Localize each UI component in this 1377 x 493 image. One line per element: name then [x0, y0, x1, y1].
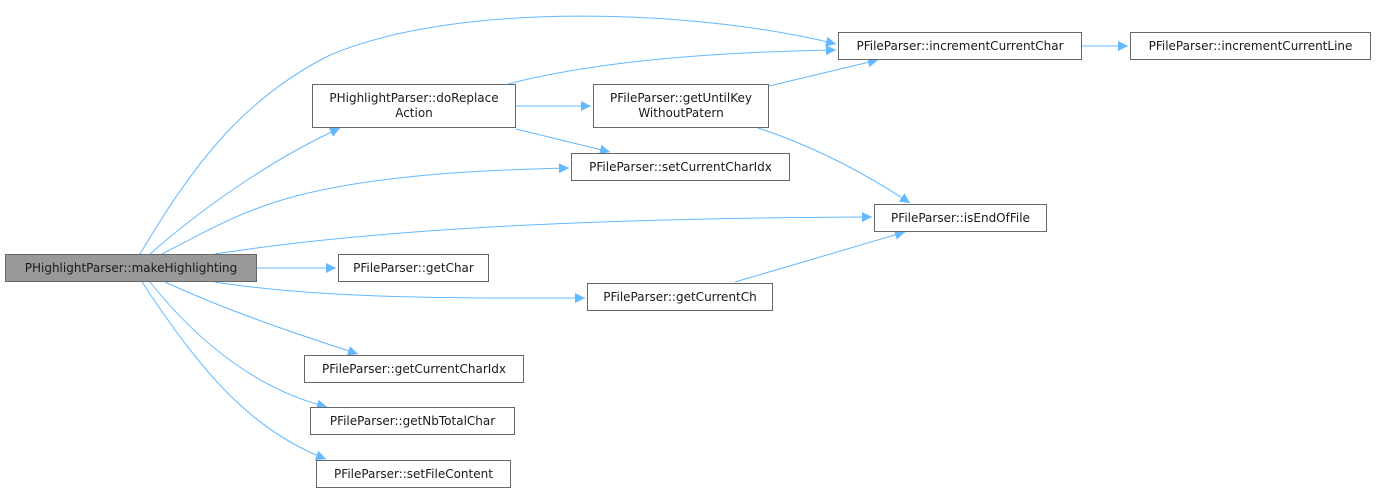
node-label: PFileParser::getCurrentCharIdx [321, 361, 507, 376]
node-get-current-char-idx[interactable]: PFileParser::getCurrentCharIdx [304, 355, 524, 383]
node-increment-current-char[interactable]: PFileParser::incrementCurrentChar [838, 32, 1082, 60]
node-get-current-ch[interactable]: PFileParser::getCurrentCh [587, 283, 773, 311]
node-label: PHighlightParser::makeHighlighting [24, 260, 238, 275]
edge-makeHighlighting-incrementCurrentChar [139, 15, 837, 255]
node-make-highlighting[interactable]: PHighlightParser::makeHighlighting [5, 254, 257, 282]
node-set-current-char-idx[interactable]: PFileParser::setCurrentCharIdx [571, 153, 790, 181]
node-label: WithoutPatern [638, 106, 724, 120]
node-label: PFileParser::setCurrentCharIdx [589, 159, 772, 174]
node-label: PFileParser::setFileContent [334, 466, 493, 481]
edge-doReplaceAction-setCurrentCharIdx [515, 128, 611, 155]
edge-getCurrentCh-isEndOfFile [734, 230, 906, 283]
edge-makeHighlighting-isEndOfFile [214, 212, 873, 255]
node-set-file-content[interactable]: PFileParser::setFileContent [316, 460, 511, 488]
node-label: Action [395, 106, 433, 120]
edge-makeHighlighting-getNbTotalChar [149, 281, 328, 410]
node-get-char[interactable]: PFileParser::getChar [338, 254, 489, 282]
edge-doReplaceAction-incrementCurrentChar [507, 45, 837, 85]
edge-getUntilKey-incrementCurrentChar [768, 57, 879, 87]
edge-makeHighlighting-getCurrentCh [214, 281, 586, 304]
node-label: PFileParser::getUntilKey [610, 91, 752, 105]
node-label: PFileParser::getNbTotalChar [329, 413, 496, 428]
edge-makeHighlighting-setFileContent [141, 281, 327, 461]
edge-makeHighlighting-getCurrentCharIdx [164, 281, 359, 356]
edge-getUntilKey-isEndOfFile [757, 127, 911, 204]
node-label: PHighlightParser::doReplace [329, 91, 499, 105]
node-get-nb-total-char[interactable]: PFileParser::getNbTotalChar [310, 407, 515, 435]
node-label: PFileParser::isEndOfFile [891, 210, 1030, 225]
node-increment-current-line[interactable]: PFileParser::incrementCurrentLine [1130, 32, 1371, 60]
node-label: PFileParser::incrementCurrentLine [1148, 38, 1353, 53]
edge-makeHighlighting-setCurrentCharIdx [161, 163, 570, 255]
edge-makeHighlighting-doReplaceAction [149, 127, 341, 255]
node-label: PFileParser::incrementCurrentChar [856, 38, 1064, 53]
node-label: PFileParser::getCurrentCh [603, 289, 757, 304]
node-is-end-of-file[interactable]: PFileParser::isEndOfFile [874, 204, 1047, 232]
node-label: PFileParser::getChar [353, 260, 474, 275]
